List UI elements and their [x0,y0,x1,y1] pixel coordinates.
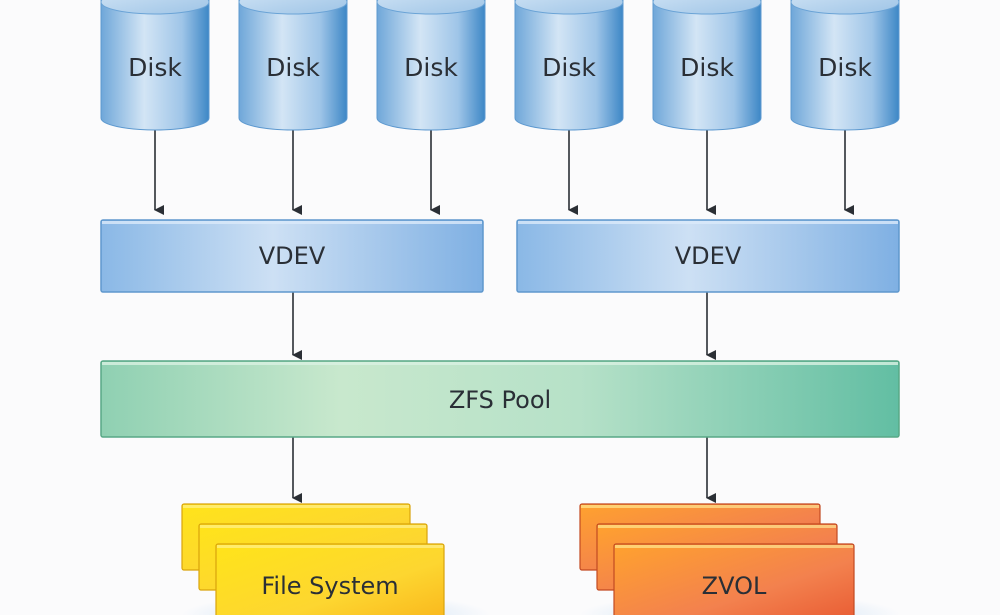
vdev-label: VDEV [675,242,742,270]
vdev-1: VDEV [516,219,900,293]
disk-cylinder-body [652,0,762,131]
dataset-layer-highlight [615,545,853,548]
disk-label: Disk [128,53,182,82]
disk-cylinder-body [514,0,624,131]
disk-label: Disk [542,53,596,82]
zfs-pool: ZFS Pool [100,360,900,438]
disk-4: Disk [652,0,762,131]
dataset-layer-highlight [598,525,836,528]
disk-cylinder-body [100,0,210,131]
disk-3: Disk [514,0,624,131]
vdevs: VDEV VDEV [100,219,900,293]
disk-cylinder-body [376,0,486,131]
dataset-zvol: ZVOL [579,503,900,615]
disk-cylinder-top [238,0,348,15]
dataset-layer-highlight [217,545,443,548]
dataset-label: ZVOL [702,572,767,600]
disk-label: Disk [266,53,320,82]
dataset-layer-2 [613,543,855,615]
disks: Disk Disk Disk Disk Disk Disk [100,0,900,131]
disk-2: Disk [376,0,486,131]
edges [154,130,854,503]
dataset-layer-highlight [581,505,819,508]
vdev-highlight [102,221,482,224]
disk-label: Disk [680,53,734,82]
disk-cylinder-top [376,0,486,15]
disk-5: Disk [790,0,900,131]
dataset-filesystem: File System [181,503,490,615]
vdev-box [100,219,484,293]
vdev-box [516,219,900,293]
pool-highlight [102,362,898,365]
disk-cylinder-top [790,0,900,15]
disk-0: Disk [100,0,210,131]
vdev-highlight [518,221,898,224]
disk-cylinder-top [100,0,210,15]
dataset-layer-highlight [200,525,426,528]
pool-box [100,360,900,438]
dataset-label: File System [261,572,398,600]
pool: ZFS Pool [100,360,900,438]
disk-1: Disk [238,0,348,131]
disk-cylinder-body [238,0,348,131]
disk-cylinder-top [652,0,762,15]
disk-label: Disk [818,53,872,82]
datasets: File System ZVOL [181,503,900,615]
vdev-0: VDEV [100,219,484,293]
vdev-label: VDEV [259,242,326,270]
disk-cylinder-body [790,0,900,131]
dataset-layer-2 [215,543,445,615]
disk-label: Disk [404,53,458,82]
pool-label: ZFS Pool [449,386,551,414]
disk-cylinder-top [514,0,624,15]
dataset-layer-highlight [183,505,409,508]
